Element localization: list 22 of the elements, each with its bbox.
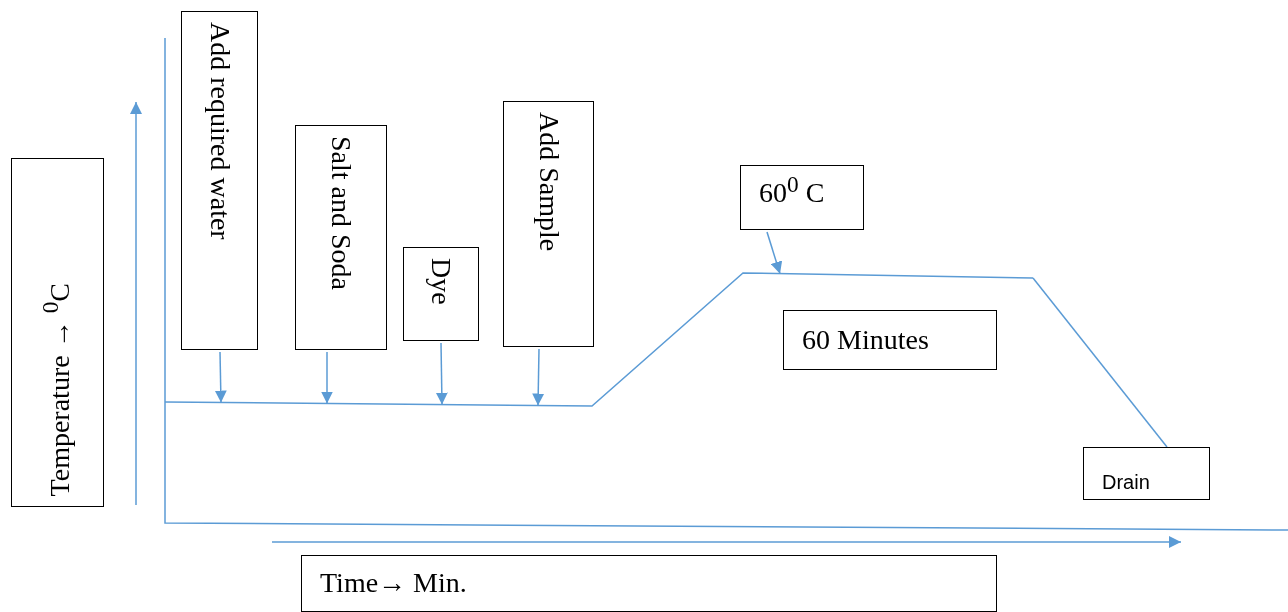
step-label: Salt and Soda bbox=[325, 136, 357, 290]
step-box bbox=[403, 247, 479, 341]
arrow bbox=[435, 342, 448, 406]
arrow bbox=[214, 351, 227, 404]
step-label: Dye bbox=[425, 258, 457, 305]
step-label: Add Sample bbox=[533, 112, 564, 252]
callout-box bbox=[1083, 447, 1210, 500]
axis-title: Time→ Min. bbox=[320, 568, 467, 599]
arrow bbox=[766, 231, 783, 275]
callout-box bbox=[740, 165, 864, 230]
arrow bbox=[321, 351, 333, 405]
step-box bbox=[295, 125, 387, 350]
connector-line bbox=[1032, 277, 1168, 448]
axis-title-box bbox=[301, 555, 997, 612]
duration-label: 60 Minutes bbox=[802, 324, 929, 356]
step-label: Drain bbox=[1102, 471, 1150, 493]
step-box bbox=[181, 11, 258, 350]
step-label: Add required water bbox=[204, 22, 235, 240]
step-box bbox=[503, 101, 594, 347]
axis-title-box bbox=[11, 158, 104, 507]
temperature-label: 60$^{0}$ C bbox=[759, 172, 825, 210]
arrow bbox=[532, 348, 545, 407]
